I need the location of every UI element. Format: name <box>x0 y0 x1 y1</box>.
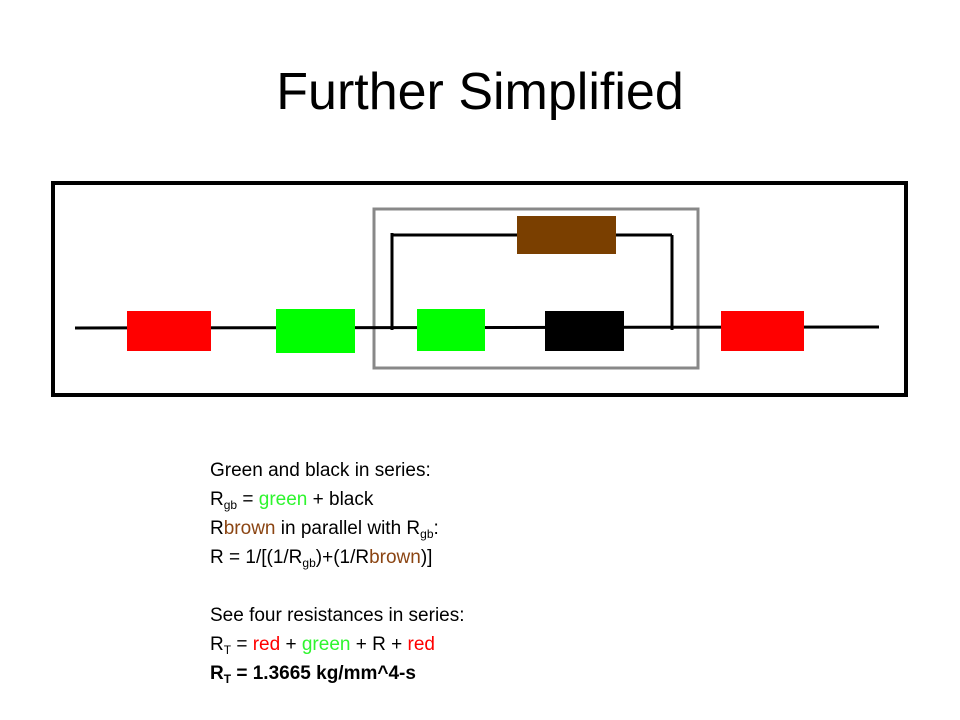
resistor-green-inner <box>417 309 485 351</box>
note-line-4: R = 1/[(1/Rgb)+(1/Rbrown)] <box>210 547 433 570</box>
note-spacer <box>210 572 465 601</box>
note-line-6: RT = red + green + R + red <box>210 634 435 657</box>
resistor-red-left <box>127 311 211 351</box>
note-line-1: Green and black in series: <box>210 460 431 481</box>
explanation-text: Green and black in series: Rgb = green +… <box>210 456 465 688</box>
note-line-7-result: RT = 1.3665 kg/mm^4-s <box>210 663 416 686</box>
note-line-3: Rbrown in parallel with Rgb: <box>210 518 439 541</box>
outer-frame <box>51 181 908 397</box>
note-line-5: See four resistances in series: <box>210 605 465 626</box>
resistor-brown <box>517 216 616 254</box>
parallel-group-box <box>372 207 700 370</box>
resistor-black <box>545 311 624 351</box>
note-line-2: Rgb = green + black <box>210 489 374 512</box>
slide-title: Further Simplified <box>276 63 684 121</box>
resistor-green-left <box>276 309 355 353</box>
resistor-red-right <box>721 311 804 351</box>
